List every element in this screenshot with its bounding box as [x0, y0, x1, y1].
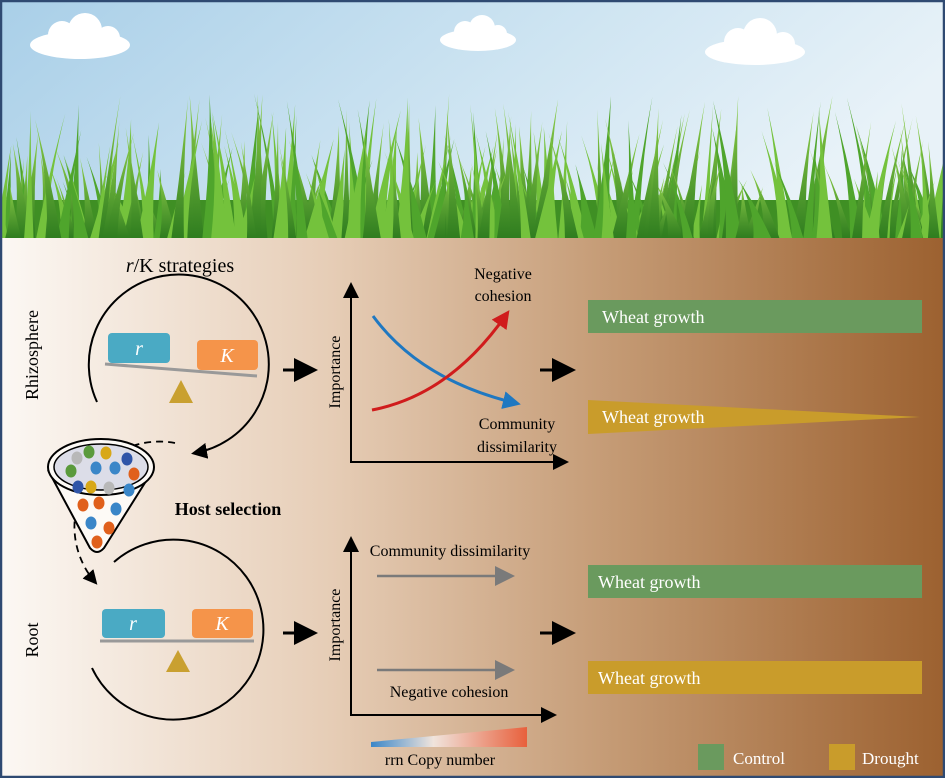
microbe-dot	[85, 480, 97, 494]
rk-strategies-title: r/K strategies	[126, 255, 235, 277]
k-box	[197, 340, 258, 370]
microbe-dot	[109, 461, 121, 475]
microbe-dot	[100, 446, 112, 460]
community-dissimilarity-curve	[371, 315, 521, 409]
bottom-importance-plot: Importance Community dissimilarity Negat…	[327, 536, 557, 769]
control-growth-bar	[588, 300, 922, 333]
k-box	[192, 609, 253, 638]
legend-swatch-drought	[829, 744, 855, 770]
growth-label: Wheat growth	[598, 668, 700, 688]
k-label: K	[219, 345, 235, 367]
cloud-icon	[30, 13, 130, 59]
growth-label: Wheat growth	[602, 307, 704, 327]
r-label: r	[135, 338, 143, 360]
microbe-dot	[110, 502, 122, 516]
cloud-icon	[705, 18, 805, 65]
control-growth-bar	[588, 565, 922, 598]
microbe-dot	[77, 498, 89, 512]
microbe-dot	[83, 445, 95, 459]
legend-label-drought: Drought	[862, 749, 919, 768]
negative-cohesion-label: Negative	[474, 266, 532, 283]
community-dissimilarity-label: Community	[479, 416, 555, 433]
dashed-arrow	[73, 440, 176, 585]
microbe-dot	[71, 451, 83, 465]
rrn-gradient-wedge	[371, 727, 527, 747]
microbe-dot	[128, 467, 140, 481]
x-axis-label: rrn Copy number	[385, 752, 496, 769]
r-box	[108, 333, 170, 363]
root-label: Root	[22, 622, 42, 657]
fulcrum-triangle	[169, 380, 193, 403]
top-importance-plot: Importance Negative cohesion Community d…	[327, 266, 569, 470]
microbe-dot	[85, 516, 97, 530]
host-selection-label: Host selection	[175, 499, 281, 519]
negative-cohesion-curve	[371, 310, 510, 412]
microbe-dot	[103, 481, 115, 495]
r-label: r	[129, 613, 137, 635]
legend-swatch-control	[698, 744, 724, 770]
y-axis-label: Importance	[327, 589, 344, 662]
cloud-icon	[440, 15, 516, 51]
rhizosphere-label: Rhizosphere	[22, 310, 42, 400]
r-box	[102, 609, 165, 638]
y-axis-label: Importance	[327, 336, 344, 409]
grass	[0, 93, 945, 239]
microbe-dot	[90, 461, 102, 475]
microbe-dot	[103, 521, 115, 535]
community-dissimilarity-label: dissimilarity	[477, 439, 557, 456]
microbe-dot	[123, 483, 135, 497]
microbe-dot	[91, 535, 103, 549]
fulcrum-triangle	[166, 650, 190, 672]
cycle-arrow	[87, 273, 270, 459]
microbe-dot	[121, 452, 133, 466]
legend-label-control: Control	[733, 749, 785, 768]
cycle-arc	[91, 538, 265, 721]
funnel-icon	[47, 438, 155, 553]
community-dissimilarity-label: Community dissimilarity	[370, 543, 530, 560]
negative-cohesion-label: cohesion	[475, 288, 532, 305]
growth-label: Wheat growth	[602, 407, 704, 427]
drought-growth-wedge	[588, 400, 920, 434]
negative-cohesion-label: Negative cohesion	[390, 684, 509, 701]
microbe-dot	[93, 496, 105, 510]
drought-growth-bar	[588, 661, 922, 694]
balance-beam	[104, 362, 258, 378]
k-label: K	[214, 613, 230, 635]
microbe-dot	[65, 464, 77, 478]
microbe-dot	[72, 480, 84, 494]
growth-label: Wheat growth	[598, 572, 700, 592]
